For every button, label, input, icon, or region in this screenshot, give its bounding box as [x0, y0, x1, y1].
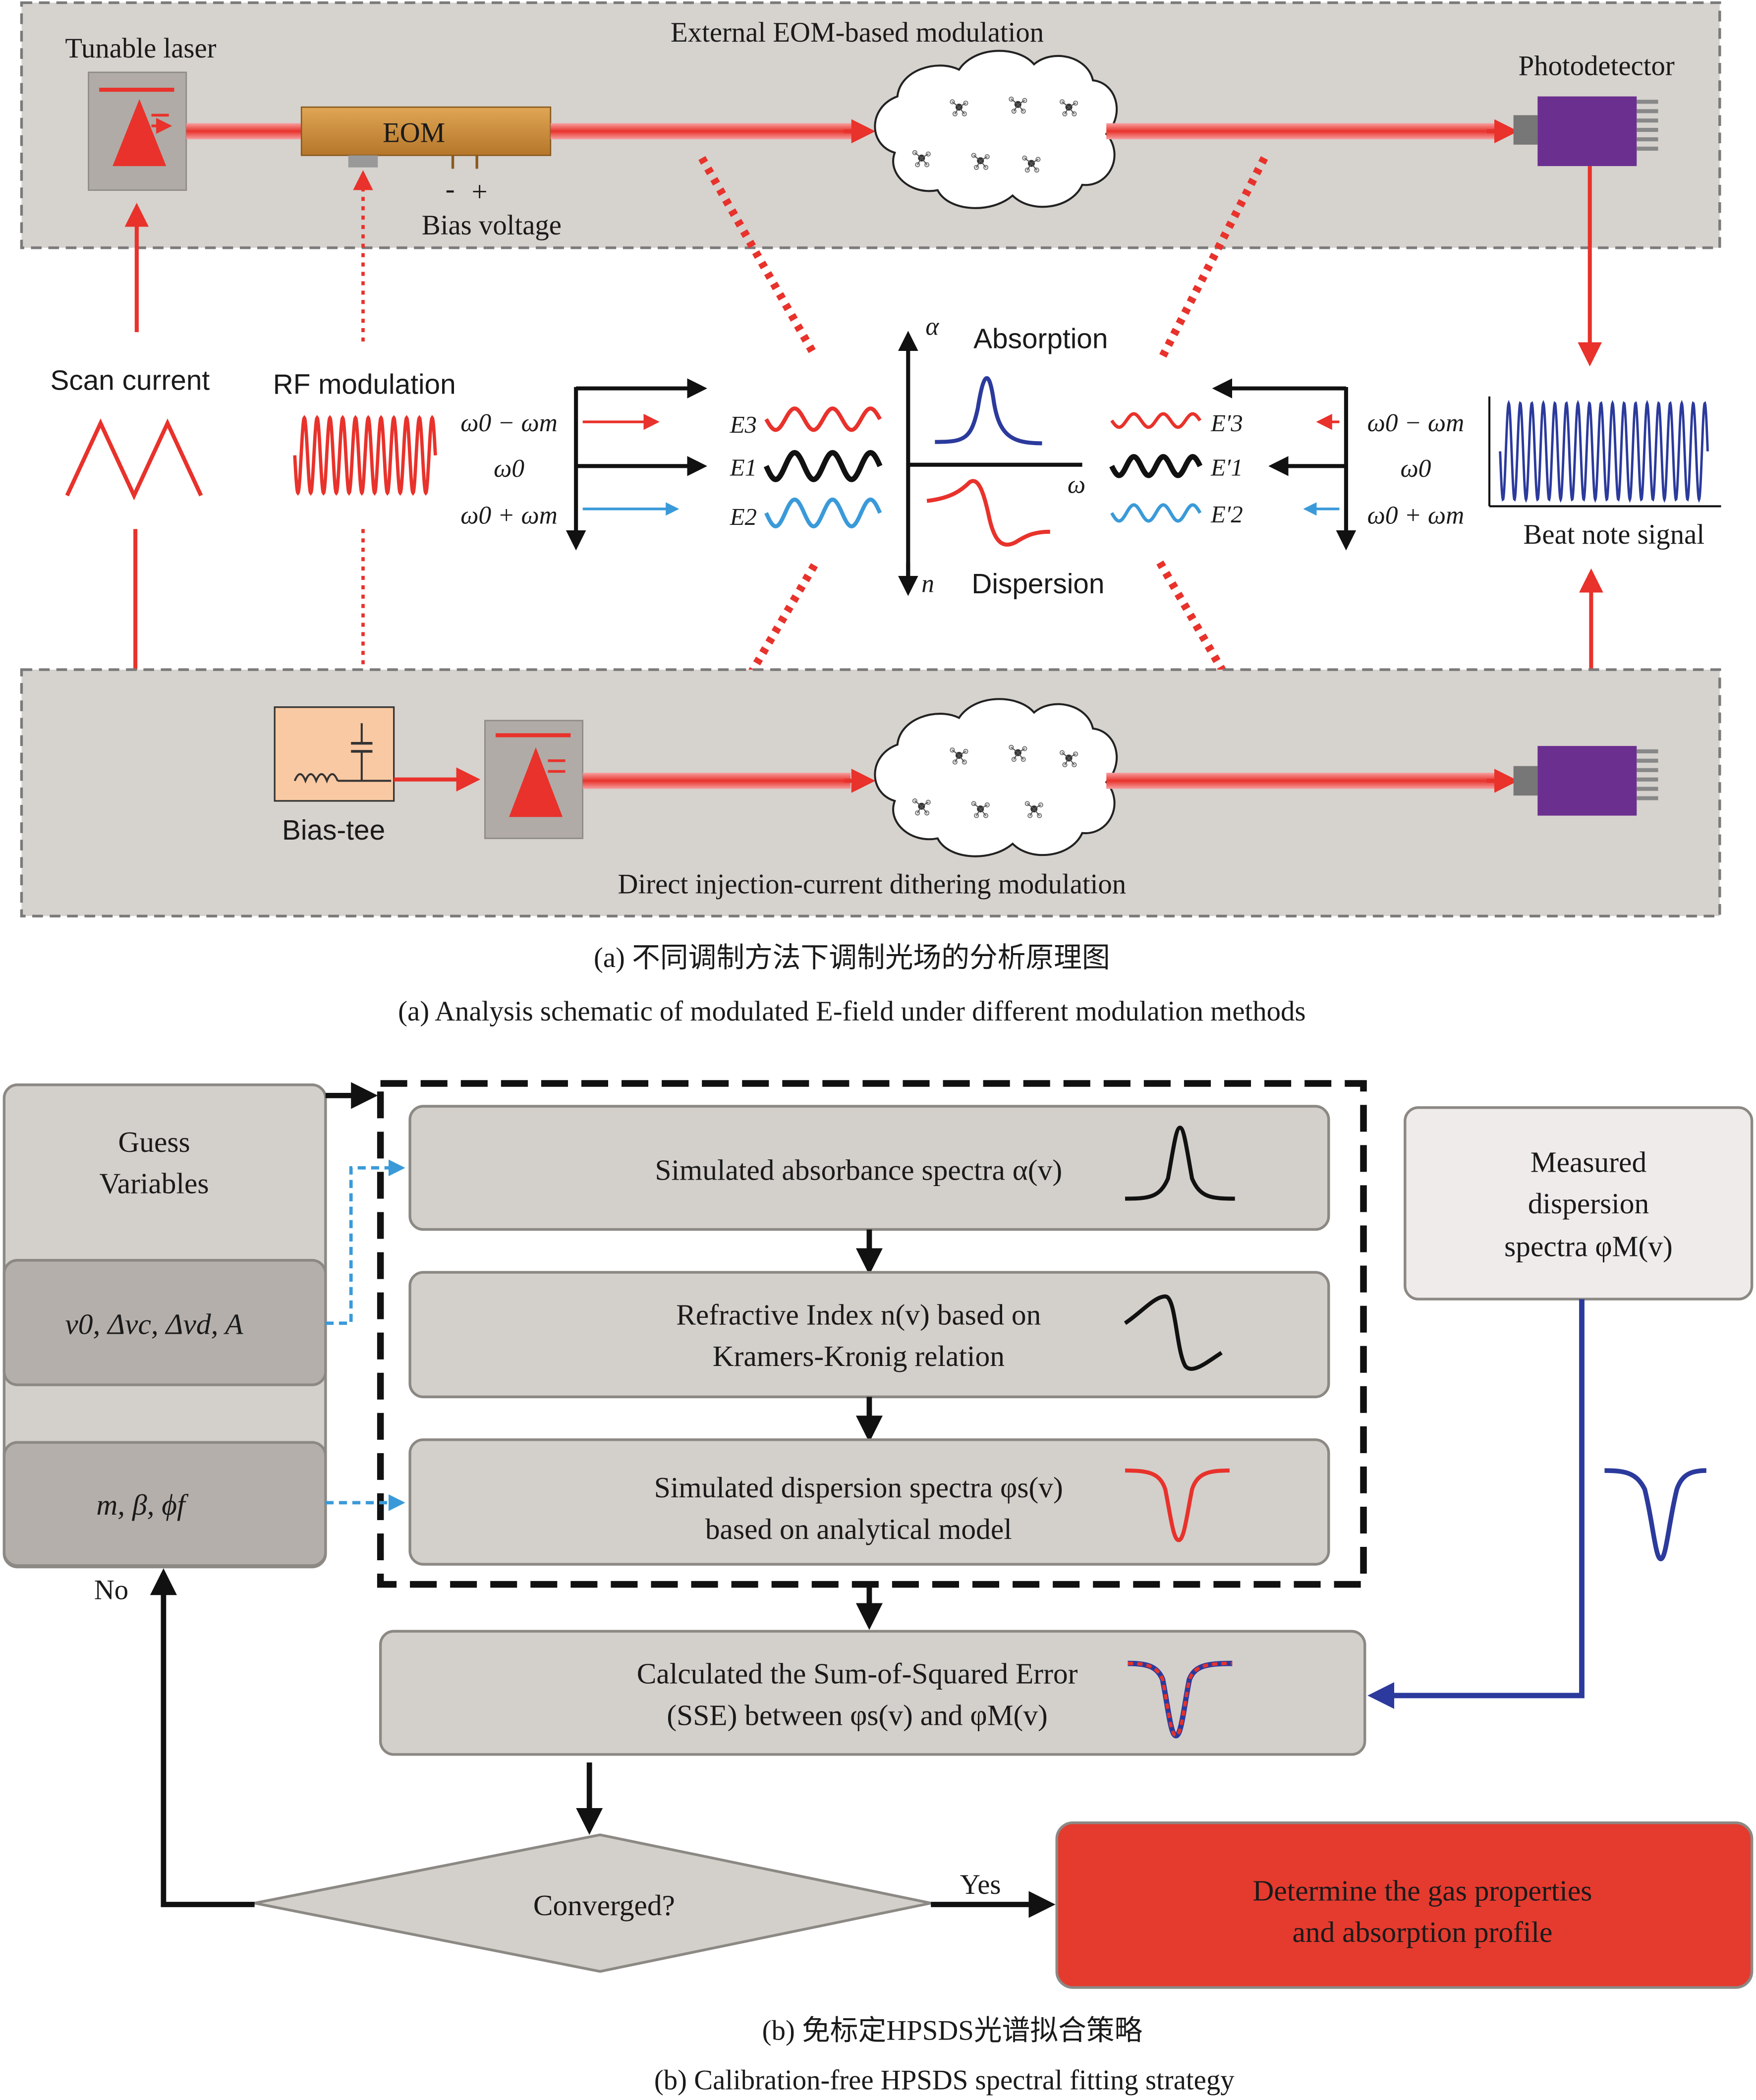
result-box	[1055, 1821, 1754, 1989]
dispersion-label: Dispersion	[971, 568, 1104, 600]
triangle-wave	[65, 418, 203, 501]
beat-note-label: Beat note signal	[1524, 519, 1705, 550]
photodetector-top	[1513, 96, 1658, 167]
left-sideband-arrows	[566, 378, 707, 551]
absorbance-icon	[1125, 1126, 1235, 1201]
beam-bottom-2	[1106, 773, 1498, 789]
spectral-params: v0, Δvc, Δvd, A	[65, 1307, 243, 1340]
field-e2p-wave	[1110, 503, 1202, 523]
caption-a-cn: (a) 不同调制方法下调制光场的分析原理图	[594, 942, 1110, 973]
field-e3p-wave	[1110, 412, 1202, 429]
measured-line2: dispersion	[1528, 1187, 1649, 1220]
absorption-label: Absorption	[973, 324, 1108, 355]
eom-panel-title: External EOM-based modulation	[671, 17, 1044, 48]
scan-current-label: Scan current	[51, 365, 210, 396]
beat-note-plot	[1488, 396, 1721, 508]
axis-alpha-label: α	[925, 313, 939, 341]
measured-to-sse-line	[1367, 1299, 1585, 1709]
converged-label: Converged?	[533, 1889, 675, 1922]
step-absorbance: Simulated absorbance spectra α(v)	[655, 1154, 1062, 1187]
sse-box	[379, 1630, 1366, 1756]
field-e3p-label: E′3	[1210, 410, 1243, 437]
step-refractive-line2: Kramers-Kronig relation	[713, 1340, 1005, 1372]
bias-tee	[274, 706, 395, 802]
measured-line1: Measured	[1530, 1145, 1646, 1178]
step-refractive-line1: Refractive Index n(v) based on	[676, 1298, 1041, 1331]
no-label: No	[94, 1574, 128, 1605]
axis-n-label: n	[921, 569, 934, 598]
simulated-dispersion-icon	[1125, 1468, 1230, 1542]
direct-panel-title: Direct injection-current dithering modul…	[618, 868, 1127, 900]
measured-box	[1404, 1106, 1754, 1301]
guess-title-line2: Variables	[99, 1167, 209, 1200]
yes-label: Yes	[960, 1869, 1001, 1900]
eom-label: EOM	[383, 117, 445, 148]
beam-top-1	[186, 123, 302, 140]
right-sideband-arrows	[1212, 378, 1357, 551]
sse-line1: Calculated the Sum-of-Squared Error	[637, 1657, 1078, 1690]
step-dispersion-line1: Simulated dispersion spectra φs(v)	[654, 1471, 1063, 1504]
dispersion-curve	[926, 479, 1050, 547]
field-e1-label: E1	[730, 454, 757, 481]
field-e1p-wave	[1109, 454, 1203, 478]
absorption-dispersion-axes	[898, 331, 1082, 596]
photodetector-bottom	[1513, 746, 1658, 816]
step-dispersion-line2: based on analytical model	[705, 1513, 1012, 1545]
freq-center-left: ω0	[494, 454, 524, 483]
guess-title-line1: Guess	[118, 1126, 190, 1158]
field-e1p-label: E′1	[1210, 454, 1243, 481]
photodetector-label: Photodetector	[1519, 50, 1675, 81]
field-e3-label: E3	[730, 411, 757, 438]
bias-plus: +	[472, 176, 488, 207]
modulation-params: m, β, ϕf	[96, 1488, 189, 1521]
freq-minus-right: ω0 − ωm	[1367, 409, 1465, 437]
bias-tee-label: Bias-tee	[282, 815, 385, 846]
sse-icon-simulated	[1128, 1661, 1233, 1738]
arrow-spectral-params	[325, 1159, 405, 1325]
caption-b-cn: (b) 免标定HPSDS光谱拟合策略	[762, 2015, 1143, 2046]
freq-center-right: ω0	[1400, 454, 1431, 483]
step-refractive-box	[408, 1271, 1330, 1399]
beam-top-2	[550, 123, 852, 140]
field-e2-label: E2	[730, 504, 757, 530]
refractive-icon	[1124, 1294, 1223, 1371]
absorption-curve	[935, 376, 1042, 446]
result-line2: and absorption profile	[1292, 1916, 1552, 1948]
field-e2-wave	[764, 497, 882, 529]
beam-bottom-1	[582, 773, 851, 789]
caption-b-en: (b) Calibration-free HPSDS spectral fitt…	[654, 2064, 1235, 2096]
measured-line3: spectra φM(v)	[1504, 1230, 1673, 1263]
step-dispersion-box	[408, 1438, 1330, 1566]
freq-minus-left: ω0 − ωm	[460, 409, 558, 437]
field-e2p-label: E′2	[1210, 501, 1243, 528]
result-line1: Determine the gas properties	[1252, 1874, 1592, 1907]
sse-line2: (SSE) between φs(v) and φM(v)	[667, 1699, 1047, 1731]
gas-cell-top	[874, 50, 1118, 209]
field-e1-wave	[763, 450, 883, 482]
measured-dispersion-icon	[1604, 1468, 1706, 1562]
laser-bottom	[484, 720, 584, 839]
tunable-laser-label: Tunable laser	[65, 33, 216, 64]
gas-cell-bottom	[874, 698, 1118, 857]
beam-top-3	[1106, 123, 1498, 140]
bias-voltage-label: Bias voltage	[422, 210, 562, 241]
rf-modulation-label: RF modulation	[273, 369, 456, 400]
arrow-no-to-guess	[150, 1568, 255, 1907]
field-e3-wave	[764, 406, 882, 432]
rf-sine-wave	[293, 415, 437, 496]
tunable-laser	[88, 71, 187, 191]
freq-plus-right: ω0 + ωm	[1367, 502, 1465, 530]
freq-plus-left: ω0 + ωm	[460, 502, 558, 530]
caption-a-en: (a) Analysis schematic of modulated E-fi…	[398, 996, 1305, 1027]
bias-minus: -	[446, 173, 455, 205]
axis-omega-label: ω	[1068, 470, 1085, 499]
